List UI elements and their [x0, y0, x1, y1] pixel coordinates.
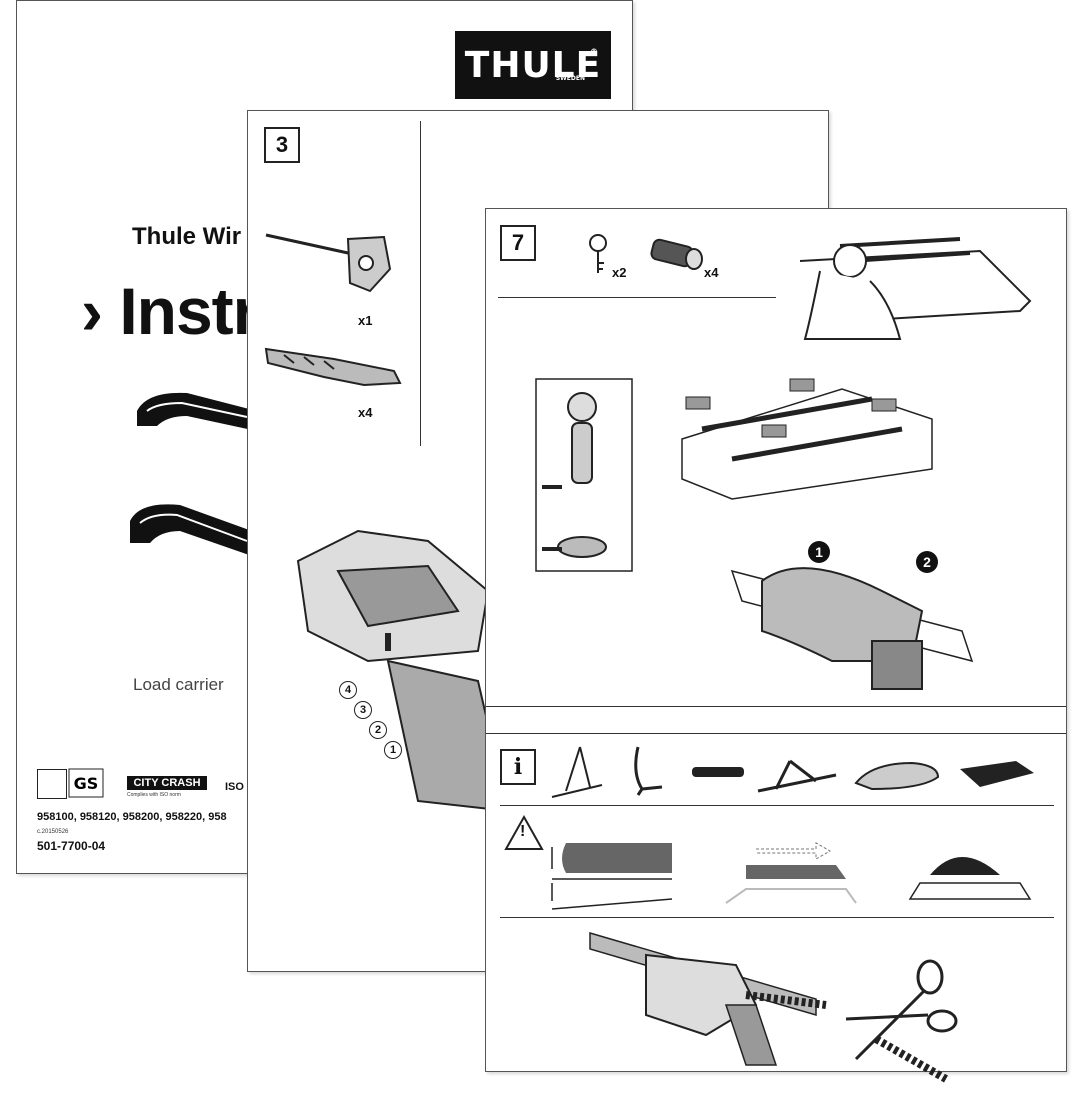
- kayak-carrier-icon: [634, 746, 663, 796]
- car-roof-bar-icon: [137, 392, 257, 431]
- lock-detail-icon: [535, 378, 633, 572]
- strap-quantity: x4: [358, 405, 373, 420]
- callout-1: 1: [384, 741, 402, 759]
- gs-mark-icon: GS: [68, 768, 104, 798]
- rubber-strap-icon: [264, 347, 402, 387]
- city-crash-badge: CITY CRASH: [127, 776, 207, 790]
- brand-subtitle: SWEDEN: [555, 75, 585, 82]
- brand-name: THULE: [464, 44, 602, 86]
- strap-mount-icon: [589, 931, 827, 1066]
- car-roof-bar-icon: [130, 504, 252, 556]
- roof-rack-car-icon: [681, 378, 933, 500]
- roof-basket-icon: [960, 761, 1034, 787]
- callout-1: 1: [808, 541, 830, 563]
- ski-carrier-icon: [692, 767, 744, 777]
- divider: [500, 805, 1054, 806]
- roof-box-open-icon: [908, 857, 1032, 900]
- city-crash-note: Complies with ISO norm: [127, 792, 181, 798]
- callout-3: 3: [354, 701, 372, 719]
- product-codes: 958100, 958120, 958200, 958220, 958: [37, 811, 227, 823]
- brand-registered-mark: ®: [590, 47, 599, 56]
- key-icon: [589, 234, 607, 273]
- instructions-heading: › Instr: [81, 273, 258, 349]
- divider: [486, 706, 1066, 707]
- step-7-page: 7 x2 x4 1 2 i: [485, 208, 1067, 1083]
- lock-cylinder-icon: [650, 238, 703, 270]
- hex-key-icon: [265, 233, 392, 293]
- person-install-icon: [799, 237, 1032, 340]
- roof-box-slide-icon: [725, 842, 857, 904]
- heading-arrow-icon: ›: [81, 274, 103, 348]
- divider: [420, 121, 421, 446]
- heading-text: Instr: [119, 274, 258, 348]
- key-quantity: x2: [612, 265, 627, 280]
- info-label: i: [500, 749, 536, 785]
- roof-box-icon: [854, 761, 940, 791]
- step-number: 3: [264, 127, 300, 163]
- product-category: Load carrier: [133, 675, 224, 694]
- warning-mark: !: [520, 823, 526, 840]
- thule-logo: THULE ® SWEDEN: [455, 31, 611, 99]
- certification-mark-icon: [37, 769, 67, 799]
- foot-pack-icon: [296, 529, 510, 813]
- scissors-icon: [845, 959, 958, 1083]
- divider: [498, 297, 776, 298]
- document-number: 501-7700-04: [37, 839, 106, 853]
- warning-icon: [504, 814, 544, 850]
- product-title: Thule Wir: [132, 223, 242, 250]
- divider: [500, 917, 1054, 918]
- roof-box-clearance-icon: [551, 843, 673, 910]
- callout-2: 2: [369, 721, 387, 739]
- bike-carrier-icon: [551, 746, 603, 798]
- hex-key-quantity: x1: [358, 313, 373, 328]
- bike-fork-carrier-icon: [757, 759, 837, 793]
- print-date: c.20150526: [37, 829, 69, 835]
- lock-quantity: x4: [704, 265, 719, 280]
- iso-label: ISO: [225, 781, 244, 793]
- svg-text:GS: GS: [74, 774, 99, 793]
- step-number: 7: [500, 225, 536, 261]
- divider: [486, 733, 1066, 734]
- foot-cover-icon: [730, 567, 974, 690]
- callout-4: 4: [339, 681, 357, 699]
- callout-2: 2: [916, 551, 938, 573]
